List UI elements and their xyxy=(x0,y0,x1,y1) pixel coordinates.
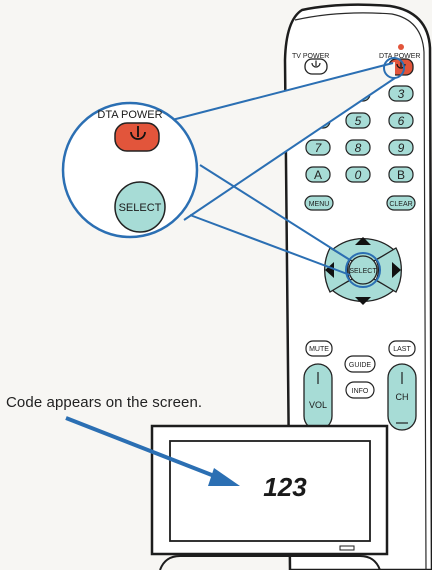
right-arrow-button[interactable] xyxy=(375,247,402,293)
dta-power-label: DTA POWER xyxy=(379,53,420,60)
left-arrow-icon xyxy=(325,262,334,278)
digit-9-button[interactable] xyxy=(388,139,414,156)
tv-power-indicator xyxy=(339,545,355,551)
up-arrow-icon xyxy=(355,237,371,245)
callout-select-button xyxy=(114,181,166,233)
info-button[interactable] xyxy=(345,381,375,399)
guide-button[interactable] xyxy=(344,355,376,373)
digit-3-button[interactable] xyxy=(388,85,414,102)
channel-rocker[interactable] xyxy=(387,363,417,431)
digit-8-button[interactable] xyxy=(345,139,371,156)
menu-button[interactable] xyxy=(304,195,334,211)
last-label: LAST xyxy=(393,346,411,353)
remote-inner-edge xyxy=(294,12,427,570)
tv-power-label: TV POWER xyxy=(292,53,329,60)
caption-text: Code appears on the screen. xyxy=(6,394,203,411)
vol-label: VOL xyxy=(309,400,327,410)
callout-dta-power-button xyxy=(114,122,160,152)
digit-5-button[interactable] xyxy=(345,112,371,129)
a-button[interactable] xyxy=(305,166,331,183)
guide-label: GUIDE xyxy=(349,362,372,369)
remote-select-button[interactable] xyxy=(348,255,378,285)
digit-9-label: 9 xyxy=(398,141,405,155)
clear-button[interactable] xyxy=(386,195,416,211)
digit-6-button[interactable] xyxy=(388,112,414,129)
b-button[interactable] xyxy=(388,166,414,183)
mute-label: MUTE xyxy=(309,346,329,353)
mute-button[interactable] xyxy=(305,340,333,357)
a-label: A xyxy=(314,168,322,182)
tv-stand xyxy=(159,555,381,570)
digit-0-button[interactable] xyxy=(345,166,371,183)
remote-select-label: SELECT xyxy=(349,268,377,275)
pointer-line-top xyxy=(171,62,394,121)
digit-7-label: 7 xyxy=(315,141,323,155)
code-display: 123 xyxy=(263,472,307,502)
right-arrow-icon xyxy=(392,262,401,278)
zoom-callout: DTA POWER SELECT xyxy=(61,101,199,239)
clear-label: CLEAR xyxy=(389,201,412,208)
menu-label: MENU xyxy=(309,201,330,208)
television: 123 xyxy=(150,424,389,570)
pointer-line-upper xyxy=(183,77,396,221)
arrow-shaft xyxy=(65,416,223,481)
callout-pointers xyxy=(171,57,405,288)
power-icon xyxy=(311,60,321,68)
digit-5-label: 5 xyxy=(355,114,362,128)
digit-3-label: 3 xyxy=(398,87,405,101)
digit-6-label: 6 xyxy=(398,114,405,128)
indicator-led xyxy=(398,44,404,50)
pointer-line-lower xyxy=(189,214,351,276)
digit-0-label: 0 xyxy=(355,168,362,182)
b-label: B xyxy=(397,168,405,182)
digit-7-button[interactable] xyxy=(305,139,331,156)
callout-select-label: SELECT xyxy=(119,202,162,214)
last-button[interactable] xyxy=(388,340,416,357)
power-icon xyxy=(130,126,146,140)
callout-dta-power-label: DTA POWER xyxy=(97,109,162,121)
pointer-line-mid xyxy=(199,164,351,261)
dta-power-highlight xyxy=(383,57,405,79)
info-label: INFO xyxy=(352,388,369,395)
ch-label: CH xyxy=(396,392,409,402)
arrow-head-icon xyxy=(208,468,240,486)
digit-8-label: 8 xyxy=(355,141,362,155)
tv-screen xyxy=(169,440,371,542)
caption-arrow xyxy=(65,416,240,486)
down-arrow-icon xyxy=(355,297,371,305)
select-highlight xyxy=(345,252,381,288)
